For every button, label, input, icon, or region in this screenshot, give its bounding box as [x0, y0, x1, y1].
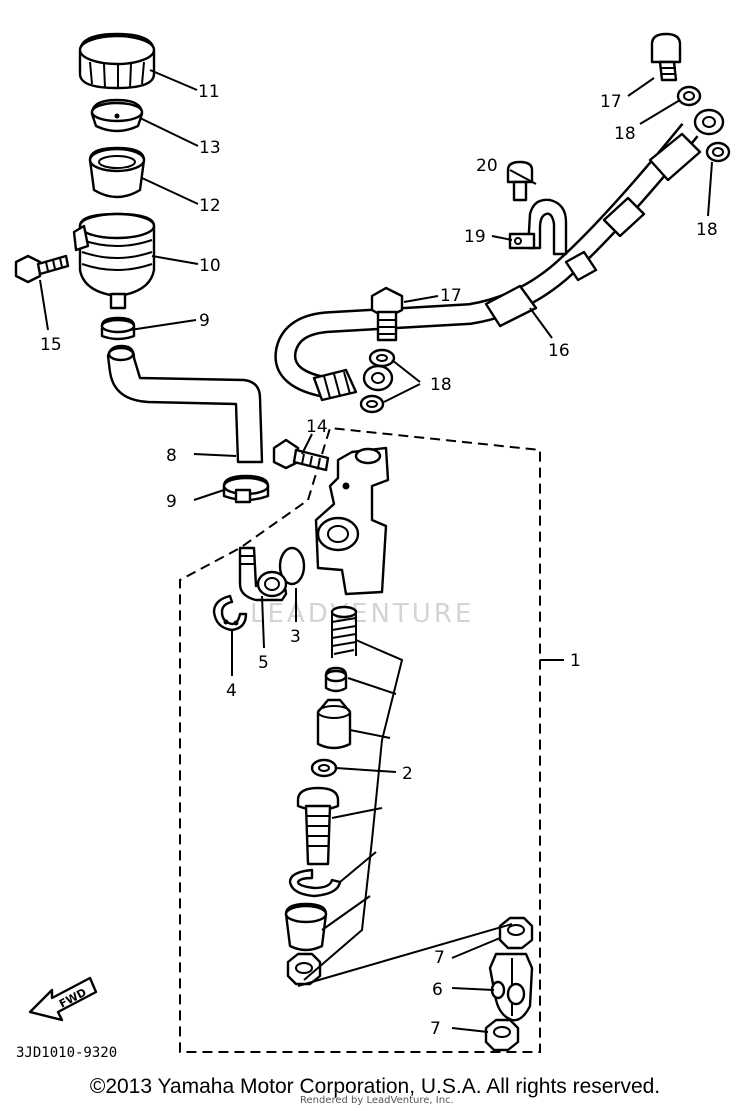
part-18-banjo-fitting-upper[interactable] — [693, 108, 725, 136]
part-11-reservoir-cap[interactable] — [78, 32, 156, 90]
callout-17-lower: 17 — [440, 286, 462, 306]
part-18-washer-d[interactable] — [359, 394, 385, 414]
callout-2: 2 — [402, 764, 413, 784]
part-3-o-ring[interactable] — [278, 546, 306, 586]
part-12-diaphragm[interactable] — [88, 146, 146, 199]
part-20-screw[interactable] — [506, 160, 534, 202]
part-8-hose[interactable] — [106, 344, 264, 464]
callout-4: 4 — [226, 681, 237, 701]
part-18-banjo-fitting-lower[interactable] — [362, 364, 394, 392]
part-7-nut-lower[interactable] — [484, 1018, 520, 1052]
part-14-bolt[interactable] — [272, 438, 330, 472]
part-15-bolt[interactable] — [14, 254, 70, 284]
part-4-circlip[interactable] — [212, 594, 248, 632]
part-1-assembly-boundary — [179, 426, 541, 1053]
part-9-hose-clip-upper[interactable] — [100, 316, 136, 341]
callout-10: 10 — [199, 256, 221, 276]
part-18-washer-b[interactable] — [705, 141, 731, 163]
copyright-notice: ©2013 Yamaha Motor Corporation, U.S.A. A… — [89, 1075, 661, 1098]
part-2-dust-boot[interactable] — [284, 902, 328, 952]
part-16-brake-hose[interactable] — [274, 123, 702, 402]
part-2-piston-cup[interactable] — [316, 698, 352, 750]
watermark-small: Rendered by LeadVenture, Inc. — [300, 1095, 454, 1106]
part-2-spring-seat[interactable] — [324, 666, 348, 693]
part-6-clevis[interactable] — [488, 952, 534, 1022]
callout-3: 3 — [290, 627, 301, 647]
callout-15: 15 — [40, 335, 62, 355]
part-9-hose-clip-lower[interactable] — [222, 474, 270, 504]
callout-11: 11 — [198, 82, 220, 102]
callout-16: 16 — [548, 341, 570, 361]
callout-19: 19 — [464, 227, 486, 247]
callout-6: 6 — [432, 980, 443, 1000]
callout-13: 13 — [199, 138, 221, 158]
callout-18-a: 18 — [614, 124, 636, 144]
callout-9-lower: 9 — [166, 492, 177, 512]
callout-labels: 11 13 12 10 15 9 8 9 14 3 5 4 17 16 20 1… — [40, 82, 718, 1039]
part-7-nut-upper[interactable] — [498, 916, 534, 950]
callout-8: 8 — [166, 446, 177, 466]
watermark: LEADVENTURE — [250, 599, 474, 629]
part-2-washer[interactable] — [310, 758, 338, 778]
part-2-circlip[interactable] — [288, 868, 342, 898]
part-1-master-cylinder-body[interactable] — [314, 446, 390, 596]
part-13-diaphragm-plate[interactable] — [90, 98, 144, 133]
callout-20: 20 — [476, 156, 498, 176]
part-2-nut[interactable] — [286, 952, 322, 986]
callout-7-upper: 7 — [434, 948, 445, 968]
callout-18-c: 18 — [430, 375, 452, 395]
part-10-reservoir-tank[interactable] — [72, 212, 156, 310]
part-18-washer-a[interactable] — [676, 85, 702, 107]
leader-lines — [39, 69, 713, 1033]
part-19-hose-clamp[interactable] — [508, 198, 568, 256]
part-5-hose-joint[interactable] — [238, 546, 288, 602]
part-2-spring[interactable] — [330, 605, 358, 658]
callout-1: 1 — [570, 651, 581, 671]
callout-5: 5 — [258, 653, 269, 673]
diagram-code: 3JD1010-9320 — [16, 1045, 117, 1061]
callout-18-b: 18 — [696, 220, 718, 240]
callout-12: 12 — [199, 196, 221, 216]
callout-14: 14 — [306, 417, 328, 437]
part-18-washer-c[interactable] — [368, 348, 396, 368]
callout-9-upper: 9 — [199, 311, 210, 331]
callout-17-upper: 17 — [600, 92, 622, 112]
callout-7-lower: 7 — [430, 1019, 441, 1039]
fwd-arrow-icon: FWD — [28, 976, 98, 1022]
part-17-union-bolt-upper[interactable] — [650, 32, 682, 82]
part-2-push-rod[interactable] — [296, 786, 340, 866]
part-17-union-bolt-lower[interactable] — [370, 286, 404, 342]
